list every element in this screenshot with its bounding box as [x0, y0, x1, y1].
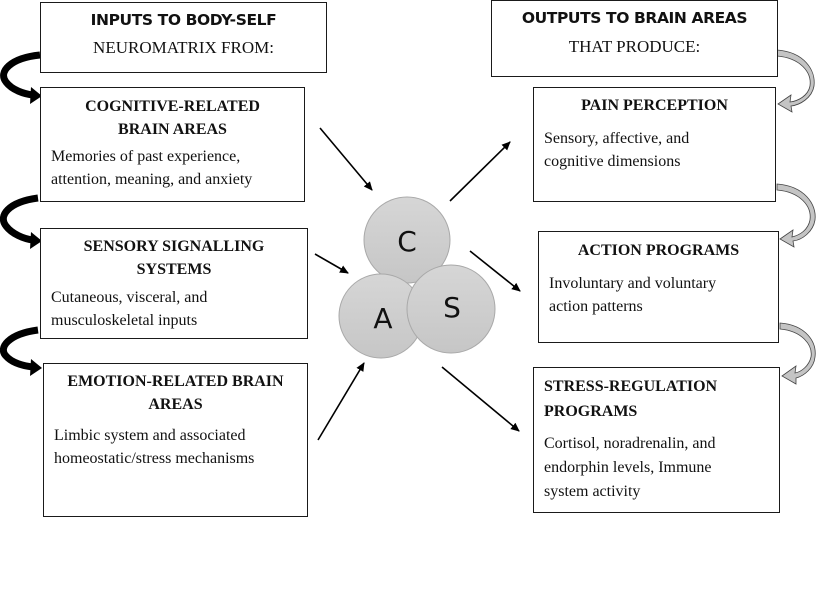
- output-flow-arrow-3: [779, 322, 816, 385]
- outputs-header-title: OUTPUTS TO BRAIN AREAS: [521, 9, 748, 27]
- output-description: Cortisol, noradrenalin, and endorphin le…: [544, 432, 779, 504]
- input-description-line: Limbic system and associated: [54, 427, 246, 444]
- output-box-action-programs: ACTION PROGRAMS Involuntary and voluntar…: [538, 231, 779, 343]
- input-box-sensory: SENSORY SIGNALLING SYSTEMS Cutaneous, vi…: [40, 228, 308, 339]
- output-description-line: cognitive dimensions: [544, 153, 681, 170]
- circle-label-c: C: [397, 225, 417, 258]
- input-description: Cutaneous, visceral, and musculoskeletal…: [51, 286, 307, 332]
- output-description: Sensory, affective, and cognitive dimens…: [544, 127, 775, 173]
- input-description-line: Cutaneous, visceral, and: [51, 289, 208, 306]
- neuromatrix: C A S: [338, 196, 496, 359]
- input-description: Limbic system and associated homeostatic…: [54, 424, 307, 470]
- circle-label-a: A: [373, 302, 392, 335]
- output-title-line: STRESS-REGULATION: [544, 378, 718, 395]
- output-title-line: PROGRAMS: [544, 403, 638, 420]
- output-title-line: ACTION PROGRAMS: [577, 242, 740, 259]
- arrow-emotion-to-neuromatrix: [317, 362, 365, 441]
- output-description-line: action patterns: [549, 298, 643, 315]
- inputs-header-title: INPUTS TO BODY-SELF: [90, 11, 277, 29]
- output-box-stress-regulation: STRESS-REGULATION PROGRAMS Cortisol, nor…: [533, 367, 780, 513]
- inputs-header-subtitle: NEUROMATRIX FROM:: [93, 38, 274, 57]
- input-title-line: SENSORY SIGNALLING: [83, 238, 265, 255]
- input-box-cognitive: COGNITIVE-RELATED BRAIN AREAS Memories o…: [40, 87, 305, 202]
- input-title-line: AREAS: [148, 396, 203, 413]
- arrow-neuromatrix-to-stress: [441, 366, 520, 432]
- output-title: PAIN PERCEPTION: [534, 94, 775, 117]
- input-flow-arrow-3: [0, 326, 42, 376]
- input-title-line: EMOTION-RELATED BRAIN: [67, 373, 284, 390]
- output-description-line: system activity: [544, 483, 641, 500]
- input-title: SENSORY SIGNALLING SYSTEMS: [41, 235, 307, 281]
- input-box-emotion: EMOTION-RELATED BRAIN AREAS Limbic syste…: [43, 363, 308, 517]
- input-description: Memories of past experience, attention, …: [51, 145, 304, 191]
- input-description-line: Memories of past experience,: [51, 148, 241, 165]
- outputs-header-box: OUTPUTS TO BRAIN AREAS THAT PRODUCE:: [491, 0, 778, 77]
- arrow-sensory-to-neuromatrix: [314, 253, 349, 274]
- input-title: EMOTION-RELATED BRAIN AREAS: [44, 370, 307, 416]
- inputs-header-box: INPUTS TO BODY-SELF NEUROMATRIX FROM:: [40, 2, 327, 73]
- output-title: ACTION PROGRAMS: [539, 239, 778, 262]
- output-description: Involuntary and voluntary action pattern…: [549, 272, 778, 318]
- output-description-line: Sensory, affective, and: [544, 130, 690, 147]
- circle-cognitive: C: [363, 196, 451, 284]
- input-flow-arrow-1: [0, 51, 42, 104]
- input-title: COGNITIVE-RELATED BRAIN AREAS: [41, 95, 304, 141]
- outputs-header-subtitle: THAT PRODUCE:: [568, 37, 701, 56]
- output-flow-arrow-1: [776, 49, 815, 113]
- output-description-line: Involuntary and voluntary: [549, 275, 717, 292]
- circle-affective: A: [338, 273, 424, 359]
- input-title-line: COGNITIVE-RELATED: [85, 98, 260, 115]
- output-description-line: endorphin levels, Immune: [544, 459, 712, 476]
- input-title-line: SYSTEMS: [136, 261, 212, 278]
- circle-label-s: S: [443, 291, 461, 324]
- arrow-neuromatrix-to-pain: [449, 141, 511, 202]
- circle-sensory: S: [406, 264, 496, 354]
- input-flow-arrow-2: [0, 194, 42, 249]
- arrow-cognitive-to-neuromatrix: [319, 127, 373, 191]
- input-title-line: BRAIN AREAS: [118, 121, 227, 138]
- input-description-line: homeostatic/stress mechanisms: [54, 450, 255, 467]
- output-description-line: Cortisol, noradrenalin, and: [544, 435, 716, 452]
- input-description-line: musculoskeletal inputs: [51, 312, 198, 329]
- output-box-pain-perception: PAIN PERCEPTION Sensory, affective, and …: [533, 87, 776, 202]
- output-flow-arrow-2: [776, 183, 816, 248]
- output-title: STRESS-REGULATION PROGRAMS: [544, 374, 779, 424]
- arrow-neuromatrix-to-action: [469, 250, 521, 292]
- output-title-line: PAIN PERCEPTION: [581, 97, 728, 114]
- input-description-line: attention, meaning, and anxiety: [51, 171, 253, 188]
